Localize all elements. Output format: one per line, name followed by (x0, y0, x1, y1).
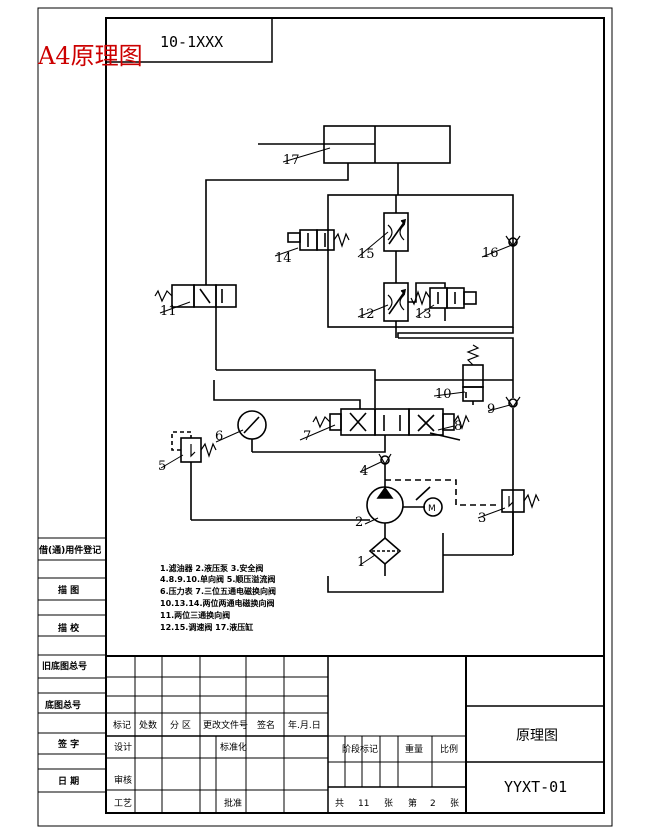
legend-line-1: 1.滤油器 2.液压泵 3.安全阀 (160, 563, 263, 573)
header-mark: 标记 (113, 719, 131, 731)
sheet-no-label: 第 (408, 797, 417, 809)
callout-15: 15 (358, 247, 375, 262)
outer-border (37, 7, 613, 827)
callout-1: 1 (357, 555, 365, 570)
callout-12: 12 (358, 307, 375, 322)
weight-label: 重量 (405, 743, 423, 755)
filter-symbol (368, 536, 402, 576)
callout-10: 10 (435, 387, 452, 402)
speed-valve-15 (383, 195, 409, 283)
sheets-total: 11 (358, 799, 369, 809)
header-count: 处数 (139, 719, 157, 731)
legend-line-2: 4.8.9.10.单向阀 5.顺压溢流阀 (160, 574, 275, 584)
callout-7: 7 (303, 429, 311, 444)
callout-17: 17 (283, 153, 300, 168)
relief-valve-3 (501, 489, 540, 555)
sheet-no: 2 (430, 799, 436, 809)
title-block-grid (106, 655, 604, 813)
callout-5: 5 (158, 459, 166, 474)
pressure-gauge-symbol (237, 410, 267, 452)
callout-8: 8 (454, 419, 462, 434)
check-valve-16 (505, 235, 521, 248)
code-box (105, 17, 273, 63)
callout-4: 4 (360, 464, 368, 479)
callout-9: 9 (487, 402, 495, 417)
sheet-no-unit: 张 (450, 798, 459, 809)
legend-line-3: 6.压力表 7.三位五通电磁换向阀 (160, 586, 276, 596)
sheets-unit: 张 (384, 798, 393, 809)
sheet-size-label: A4原理图 (37, 42, 143, 70)
valve-14-symbol (287, 229, 350, 251)
hydraulic-schematic (154, 125, 540, 593)
cylinder-symbol (258, 125, 451, 164)
check-valve-4 (378, 453, 392, 488)
header-change-doc: 更改文件号 (203, 719, 248, 731)
callout-2: 2 (355, 515, 363, 530)
left-strip (38, 537, 106, 793)
motor-label: M (428, 504, 436, 514)
review-label: 审核 (114, 774, 132, 786)
code-box-text: 10-1XXX (160, 33, 223, 51)
legend-line-6: 12.15.调速阀 17.液压缸 (160, 622, 253, 632)
drawing-number: YYXT-01 (504, 778, 567, 796)
header-signature: 签名 (257, 719, 275, 731)
callout-13: 13 (415, 307, 432, 322)
legend-line-5: 11.两位三通换向阀 (160, 610, 230, 620)
speed-valve-12 (383, 282, 409, 338)
standardize-label: 标准化 (220, 741, 247, 753)
approve-label: 批准 (224, 797, 242, 809)
component-legend: 1.滤油器 2.液压泵 3.安全阀 4.8.9.10.单向阀 5.顺压溢流阀 6… (160, 563, 276, 632)
valve-13-symbol (408, 282, 477, 321)
inner-border (105, 17, 605, 814)
callouts: 1 2 3 4 5 6 7 8 9 10 11 12 13 14 15 16 1… (158, 153, 499, 570)
left-strip-trace-check: 描 校 (58, 622, 80, 634)
header-date: 年.月.日 (288, 719, 321, 731)
tank-symbol (327, 533, 444, 593)
sheets-total-label: 共 (335, 798, 344, 809)
left-strip-registry: 借(通)用件登记 (38, 544, 101, 556)
valve-11-symbol (154, 284, 237, 370)
leader-lines (159, 147, 513, 566)
left-strip-signature: 签 字 (57, 738, 79, 750)
callout-3: 3 (478, 511, 486, 526)
stage-mark-label: 阶段标记 (342, 743, 378, 755)
left-strip-old-master: 旧底图总号 (42, 660, 87, 672)
left-strip-master: 底图总号 (45, 699, 81, 711)
callout-6: 6 (215, 429, 223, 444)
design-label: 设计 (114, 741, 132, 753)
left-strip-date: 日 期 (58, 775, 79, 787)
header-zone: 分 区 (170, 720, 191, 731)
callout-16: 16 (482, 246, 499, 261)
callout-14: 14 (275, 251, 292, 266)
process-label: 工艺 (114, 798, 132, 809)
valve-7-symbol (312, 408, 470, 441)
scale-label: 比例 (440, 743, 458, 755)
relief-valve-5 (171, 431, 217, 520)
drawing-name: 原理图 (516, 728, 558, 744)
pump-symbol (366, 486, 443, 538)
callout-11: 11 (160, 304, 177, 319)
left-strip-trace: 描 图 (58, 584, 79, 596)
legend-line-4: 10.13.14.两位两通电磁换向阀 (160, 598, 275, 608)
valve-10-symbol (462, 344, 484, 405)
